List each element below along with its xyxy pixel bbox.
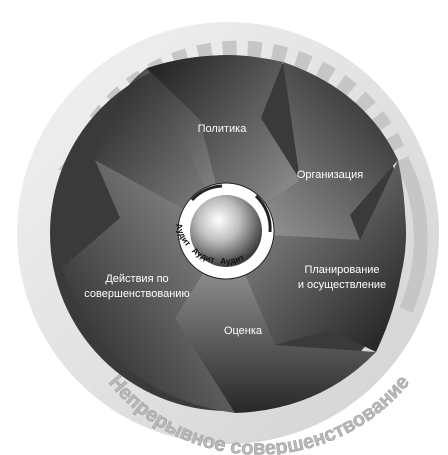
label-planning-line2: и осуществление [298, 279, 386, 291]
label-improvement-line1: Действия по [105, 273, 168, 285]
label-planning-line1: Планирование [304, 264, 379, 276]
label-organization: Организация [297, 169, 363, 181]
label-improvement-line2: совершенствованию [84, 288, 189, 300]
label-evaluation: Оценка [224, 325, 263, 337]
label-policy: Политика [198, 123, 248, 135]
